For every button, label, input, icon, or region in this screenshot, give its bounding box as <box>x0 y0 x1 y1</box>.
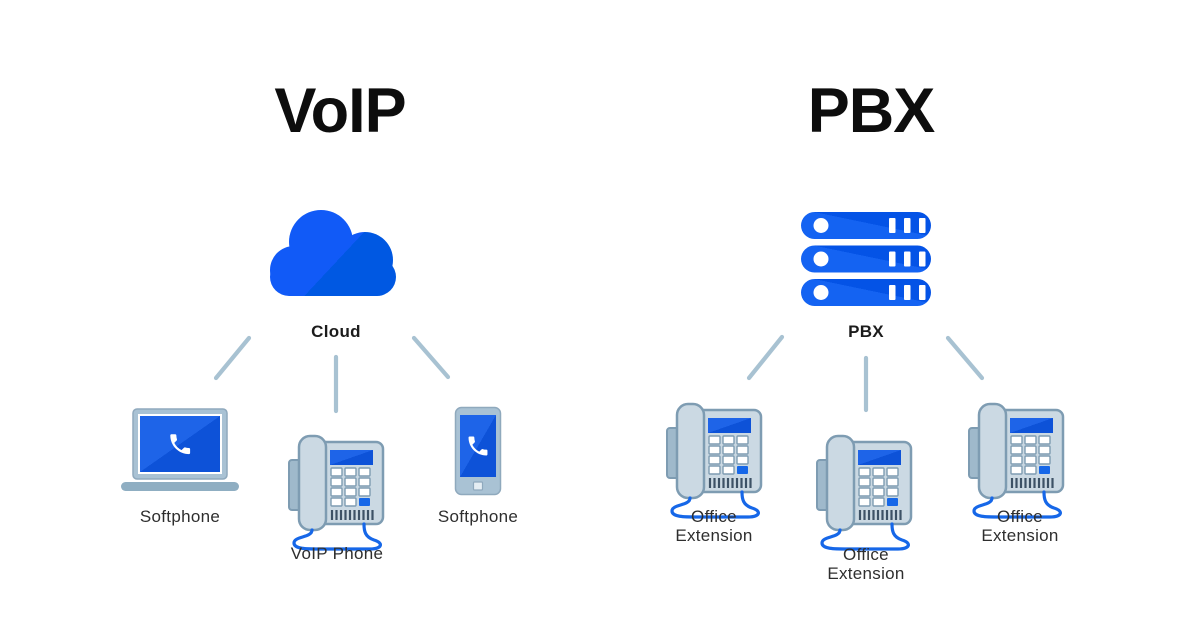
softphone-mobile-label: Softphone <box>437 507 519 526</box>
voip-phone-label: VoIP Phone <box>290 544 384 563</box>
pbx-server-icon <box>801 212 931 306</box>
connector-line <box>213 335 252 381</box>
pbx-title: PBX <box>807 76 936 146</box>
connector-line <box>945 335 985 381</box>
desk-phone-icon <box>286 430 386 552</box>
connector-line <box>411 335 451 380</box>
phone-cord <box>292 522 382 551</box>
office-extension-label-2: Office Extension <box>827 545 905 583</box>
phone-cord <box>972 490 1062 519</box>
connector-line <box>746 334 785 381</box>
laptop-icon <box>120 408 240 492</box>
voip-title: VoIP <box>274 76 406 146</box>
phone-cord <box>670 490 760 519</box>
phone-handset-icon <box>468 436 488 456</box>
office-phone-icon-3 <box>966 398 1066 520</box>
softphone-laptop-label: Softphone <box>139 507 221 526</box>
office-phone-icon-2 <box>814 430 914 552</box>
pbx-label: PBX <box>848 322 884 341</box>
smartphone-icon <box>454 406 502 496</box>
office-extension-label-3: Office Extension <box>981 507 1059 545</box>
office-extension-label-1: Office Extension <box>675 507 753 545</box>
cloud-label: Cloud <box>311 322 361 341</box>
cloud-icon <box>261 200 411 312</box>
phone-handset-icon <box>170 434 191 455</box>
office-phone-icon-1 <box>664 398 764 520</box>
phone-cord <box>820 522 910 551</box>
